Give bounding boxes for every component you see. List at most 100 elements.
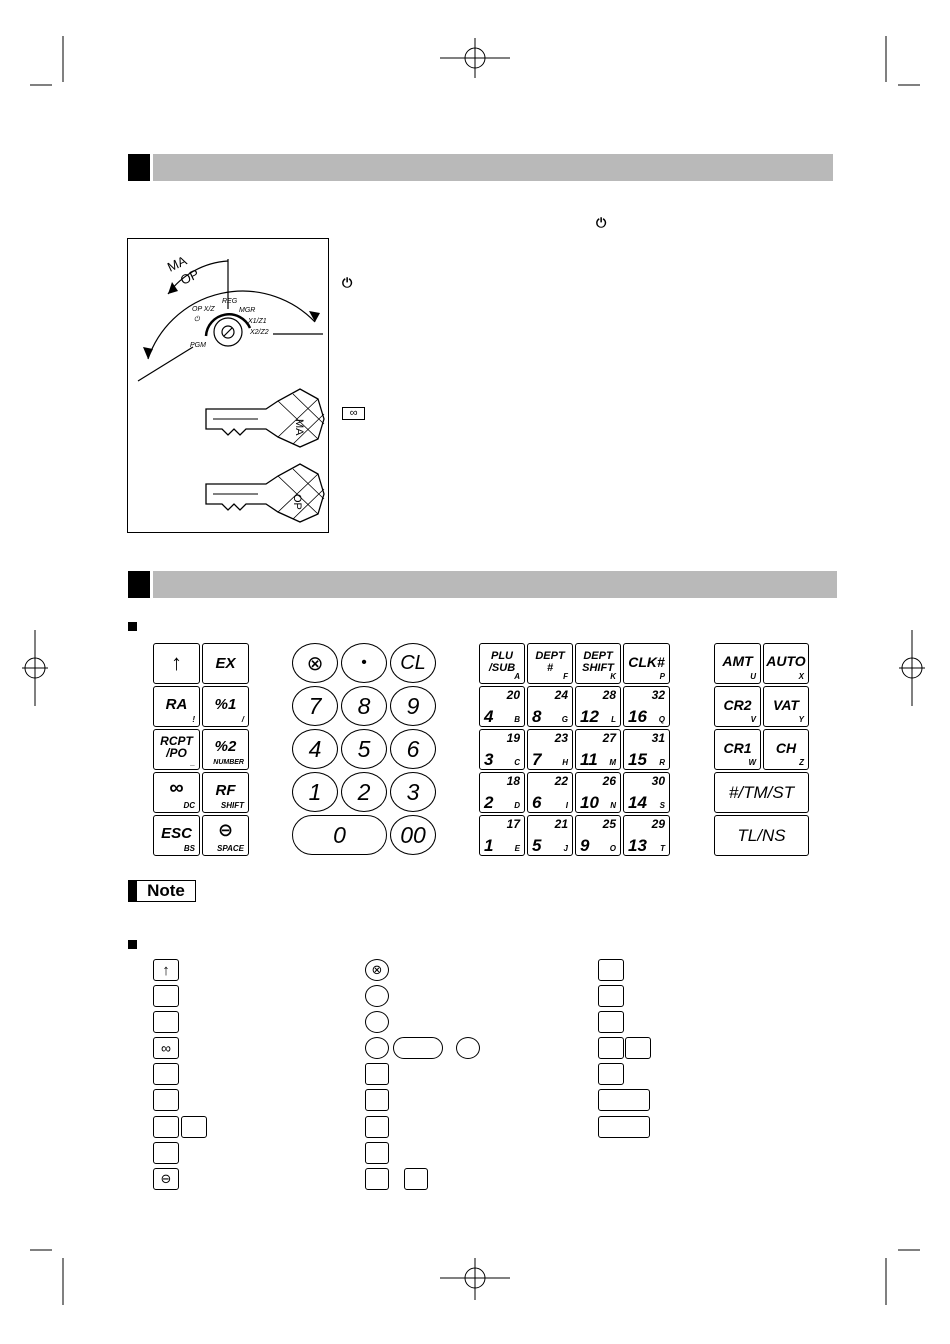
pos-op-xz: OP X/Z <box>192 306 215 313</box>
section-2-marker <box>128 571 150 598</box>
keyboard-layout-bullet <box>128 622 137 631</box>
legend-key-2 <box>153 985 179 1007</box>
key-clear[interactable]: CL <box>390 643 436 683</box>
legend-wide-key-2 <box>598 1116 650 1138</box>
legend-round-4c <box>456 1037 480 1059</box>
legend-wide-key-1 <box>598 1089 650 1111</box>
legend-void-icon: ∞ <box>153 1037 179 1059</box>
key-6[interactable]: 6 <box>390 729 436 769</box>
key-9[interactable]: 9 <box>390 686 436 726</box>
legend-key-3 <box>153 1011 179 1033</box>
key-0[interactable]: 0 <box>292 815 387 855</box>
note-badge: Note <box>128 880 196 902</box>
key-8[interactable]: 8 <box>341 686 387 726</box>
legend-minus-icon: ⊖ <box>153 1168 179 1190</box>
key-dept-number[interactable]: DEPT #F <box>527 643 573 684</box>
pos-reg: REG <box>222 298 238 305</box>
dial-op-label: OP <box>178 266 201 288</box>
off-mode-symbol: ⏻ <box>342 275 353 290</box>
pos-x2z2: X2/Z2 <box>249 329 269 336</box>
legend-key-7a <box>153 1116 179 1138</box>
svg-text:OP: OP <box>291 494 303 510</box>
legend-key-9a <box>365 1168 389 1190</box>
pos-mgr: MGR <box>239 307 255 314</box>
key-7[interactable]: 7 <box>292 686 338 726</box>
key-minus[interactable]: ⊖SPACE <box>202 815 249 856</box>
legend-key-8 <box>365 1142 389 1164</box>
legend-round-4a <box>365 1037 389 1059</box>
key-decimal-point[interactable]: • <box>341 643 387 683</box>
pos-x1z1: X1/Z1 <box>247 318 267 325</box>
legend-key-4b <box>625 1037 651 1059</box>
key-percent1[interactable]: %1/ <box>202 686 249 727</box>
svg-text:MA: MA <box>293 419 305 436</box>
legend-key-2 <box>598 985 624 1007</box>
section-2-header-bar <box>153 571 837 598</box>
key-receipt-feed[interactable]: ↑ <box>153 643 200 684</box>
power-symbol-inline: ⏻ <box>596 215 607 230</box>
key-rcpt-po[interactable]: RCPT /PO_ <box>153 729 200 770</box>
key-2[interactable]: 2 <box>341 772 387 812</box>
key-5[interactable]: 5 <box>341 729 387 769</box>
key-tm-st[interactable]: #/TM/ST <box>714 772 809 813</box>
legend-key-6 <box>153 1089 179 1111</box>
key-clerk-number[interactable]: CLK#P <box>623 643 670 684</box>
legend-key-1 <box>598 959 624 981</box>
key-00[interactable]: 00 <box>390 815 436 855</box>
legend-key-7 <box>365 1116 389 1138</box>
legend-key-4a <box>598 1037 624 1059</box>
legend-receipt-feed-icon: ↑ <box>153 959 179 981</box>
legend-key-7b <box>181 1116 207 1138</box>
key-void[interactable]: ∞DC <box>153 772 200 813</box>
void-mode-symbol: ∞ <box>342 407 365 420</box>
mode-dial-diagram: OP X/Z REG MGR X1/Z1 X2/Z2 PGM ⏻ MA OP M… <box>137 253 325 523</box>
legend-key-5 <box>598 1063 624 1085</box>
pos-pgm: PGM <box>190 342 206 349</box>
key-1[interactable]: 1 <box>292 772 338 812</box>
pos-off: ⏻ <box>194 315 201 323</box>
section-1-marker <box>128 154 150 181</box>
key-names-bullet <box>128 940 137 949</box>
key-multiply[interactable]: ⊗ <box>292 643 338 683</box>
legend-round-3 <box>365 1011 389 1033</box>
ma-key-icon: MA <box>205 388 325 448</box>
key-tl-ns[interactable]: TL/NS <box>714 815 809 856</box>
key-ex[interactable]: EX <box>202 643 249 684</box>
section-1-header-bar <box>153 154 833 181</box>
legend-key-9b <box>404 1168 428 1190</box>
key-4[interactable]: 4 <box>292 729 338 769</box>
legend-key-5 <box>365 1063 389 1085</box>
op-key-icon: OP <box>205 463 325 523</box>
key-3[interactable]: 3 <box>390 772 436 812</box>
key-ra[interactable]: RA! <box>153 686 200 727</box>
legend-pill-4b <box>393 1037 443 1059</box>
